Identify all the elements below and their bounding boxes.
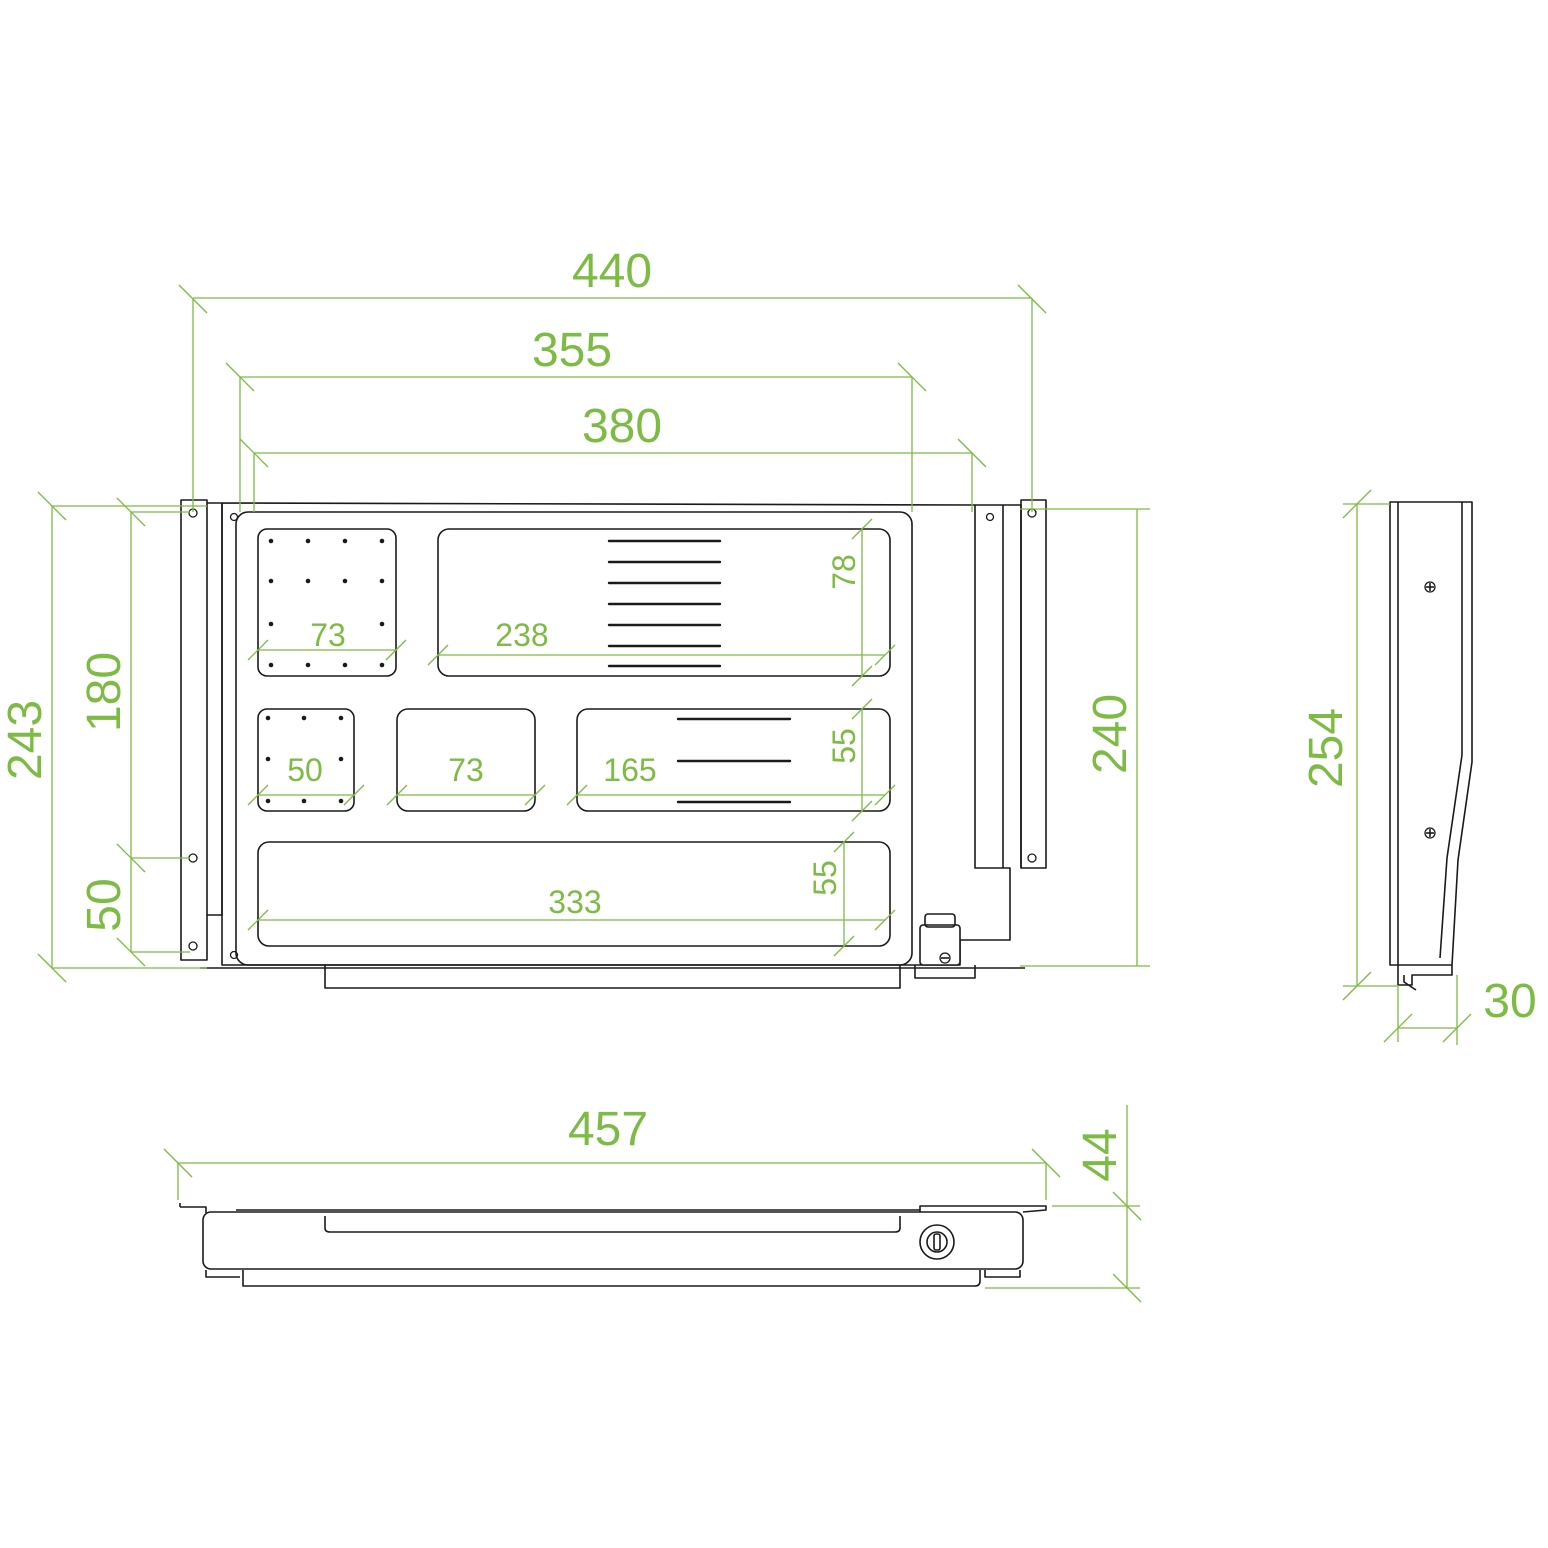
front-base-plate [242, 1270, 981, 1287]
side-foot [1397, 965, 1453, 986]
dim-side-depth: 254 [1300, 489, 1398, 1001]
dim-front-width: 457 [163, 1103, 1061, 1200]
front-view-dimensions: 457 44 [163, 1103, 1142, 1303]
right-mounting-bracket [1020, 499, 1047, 869]
side-view-dimensions: 254 30 [1300, 489, 1537, 1045]
side-taper-edge [1439, 754, 1463, 959]
dim-front-height-label: 44 [1074, 1128, 1127, 1181]
dim-rail-span: 355 [225, 324, 927, 512]
tray-top-slots [607, 539, 722, 668]
bracket-hole-mid-right [1027, 853, 1037, 863]
dim-tray-bottom-height: 55 [807, 831, 855, 957]
dim-tray-top-height: 78 [826, 518, 873, 687]
dim-overall-width: 440 [178, 245, 1047, 512]
top-view-dimensions: 440 355 380 243 [0, 245, 1150, 983]
dim-tray-bottom-width-label: 333 [548, 884, 601, 920]
dim-front-height: 44 [985, 1105, 1142, 1303]
dim-overall-height-label: 243 [0, 700, 52, 780]
left-mounting-bracket [180, 499, 208, 961]
lock-base [914, 965, 976, 979]
front-left-flange [180, 1206, 207, 1213]
drawer-tray [235, 511, 913, 966]
front-lock-inner-icon [926, 1231, 948, 1253]
main-frame [221, 502, 1011, 966]
right-rail [975, 504, 1022, 868]
dim-grid-small: 50 [247, 752, 365, 806]
grid-small-holes [265, 715, 344, 804]
dim-tray-right-height-label: 55 [826, 728, 862, 764]
dim-rail-span-label: 355 [532, 324, 612, 377]
dim-tray-top-width: 238 [427, 617, 896, 666]
dim-overall-height: 243 [0, 491, 207, 983]
side-view [1389, 501, 1473, 991]
compartment-grid-small [257, 708, 355, 812]
dim-rail-height: 180 [78, 497, 190, 873]
front-body [202, 1211, 1024, 1270]
grid-large-holes [268, 538, 385, 668]
dim-grid-large: 73 [247, 617, 407, 661]
front-handle-recess [324, 1216, 901, 1233]
dim-tray-top-width-label: 238 [495, 617, 548, 653]
frame-hole-right [985, 512, 995, 522]
side-clip [1403, 975, 1417, 991]
compartment-tray-bottom [257, 841, 891, 947]
dim-tray-middle: 73 [386, 752, 546, 806]
dim-tray-top-height-label: 78 [826, 554, 862, 590]
dim-side-depth-label: 254 [1300, 708, 1353, 788]
dim-right-height: 240 [1020, 508, 1150, 967]
dim-tray-bottom-width: 333 [247, 884, 896, 931]
lock-housing [919, 924, 961, 966]
dim-tray-right-width-label: 165 [603, 752, 656, 788]
lock-screw-icon [939, 952, 951, 964]
left-rail [207, 502, 223, 916]
compartment-tray-right [576, 708, 891, 812]
dim-side-thickness: 30 [1383, 975, 1537, 1045]
top-view [180, 499, 1047, 989]
compartment-tray-top [437, 528, 891, 677]
side-profile [1389, 501, 1473, 966]
side-screw-top-icon [1424, 581, 1436, 593]
front-view [179, 1203, 1047, 1287]
dim-tray-right-height: 55 [826, 698, 873, 822]
front-right-flange [919, 1205, 1047, 1213]
dim-tray-right-width: 165 [566, 752, 896, 806]
compartment-tray-middle [396, 708, 536, 812]
front-lock-outer-icon [919, 1224, 955, 1260]
drawer-lip [324, 965, 901, 989]
bracket-hole-mid-left [188, 853, 198, 863]
dim-front-width-label: 457 [568, 1103, 648, 1156]
lock-collar [924, 913, 956, 928]
dim-overall-width-label: 440 [572, 245, 652, 298]
side-screw-bottom-icon [1424, 827, 1436, 839]
dim-side-thickness-label: 30 [1483, 975, 1536, 1028]
dim-right-height-label: 240 [1084, 694, 1137, 774]
dim-bottom-offset-label: 50 [78, 878, 131, 931]
dim-inner-width: 380 [239, 400, 987, 512]
dim-tray-middle-label: 73 [448, 752, 484, 788]
tray-right-slots [676, 717, 792, 804]
dim-bottom-offset: 50 [78, 858, 190, 967]
dim-tray-bottom-height-label: 55 [807, 860, 843, 896]
front-left-foot [205, 1270, 240, 1278]
dim-grid-small-label: 50 [287, 752, 323, 788]
bracket-hole-bottom-left [188, 941, 198, 951]
frame-hole-left-bottom [229, 950, 239, 960]
dim-rail-height-label: 180 [78, 652, 131, 732]
compartment-grid-large [257, 528, 397, 677]
dim-grid-large-label: 73 [310, 617, 346, 653]
front-lock-keyway [933, 1233, 941, 1251]
front-right-foot [984, 1270, 1021, 1278]
dim-inner-width-label: 380 [582, 400, 662, 453]
